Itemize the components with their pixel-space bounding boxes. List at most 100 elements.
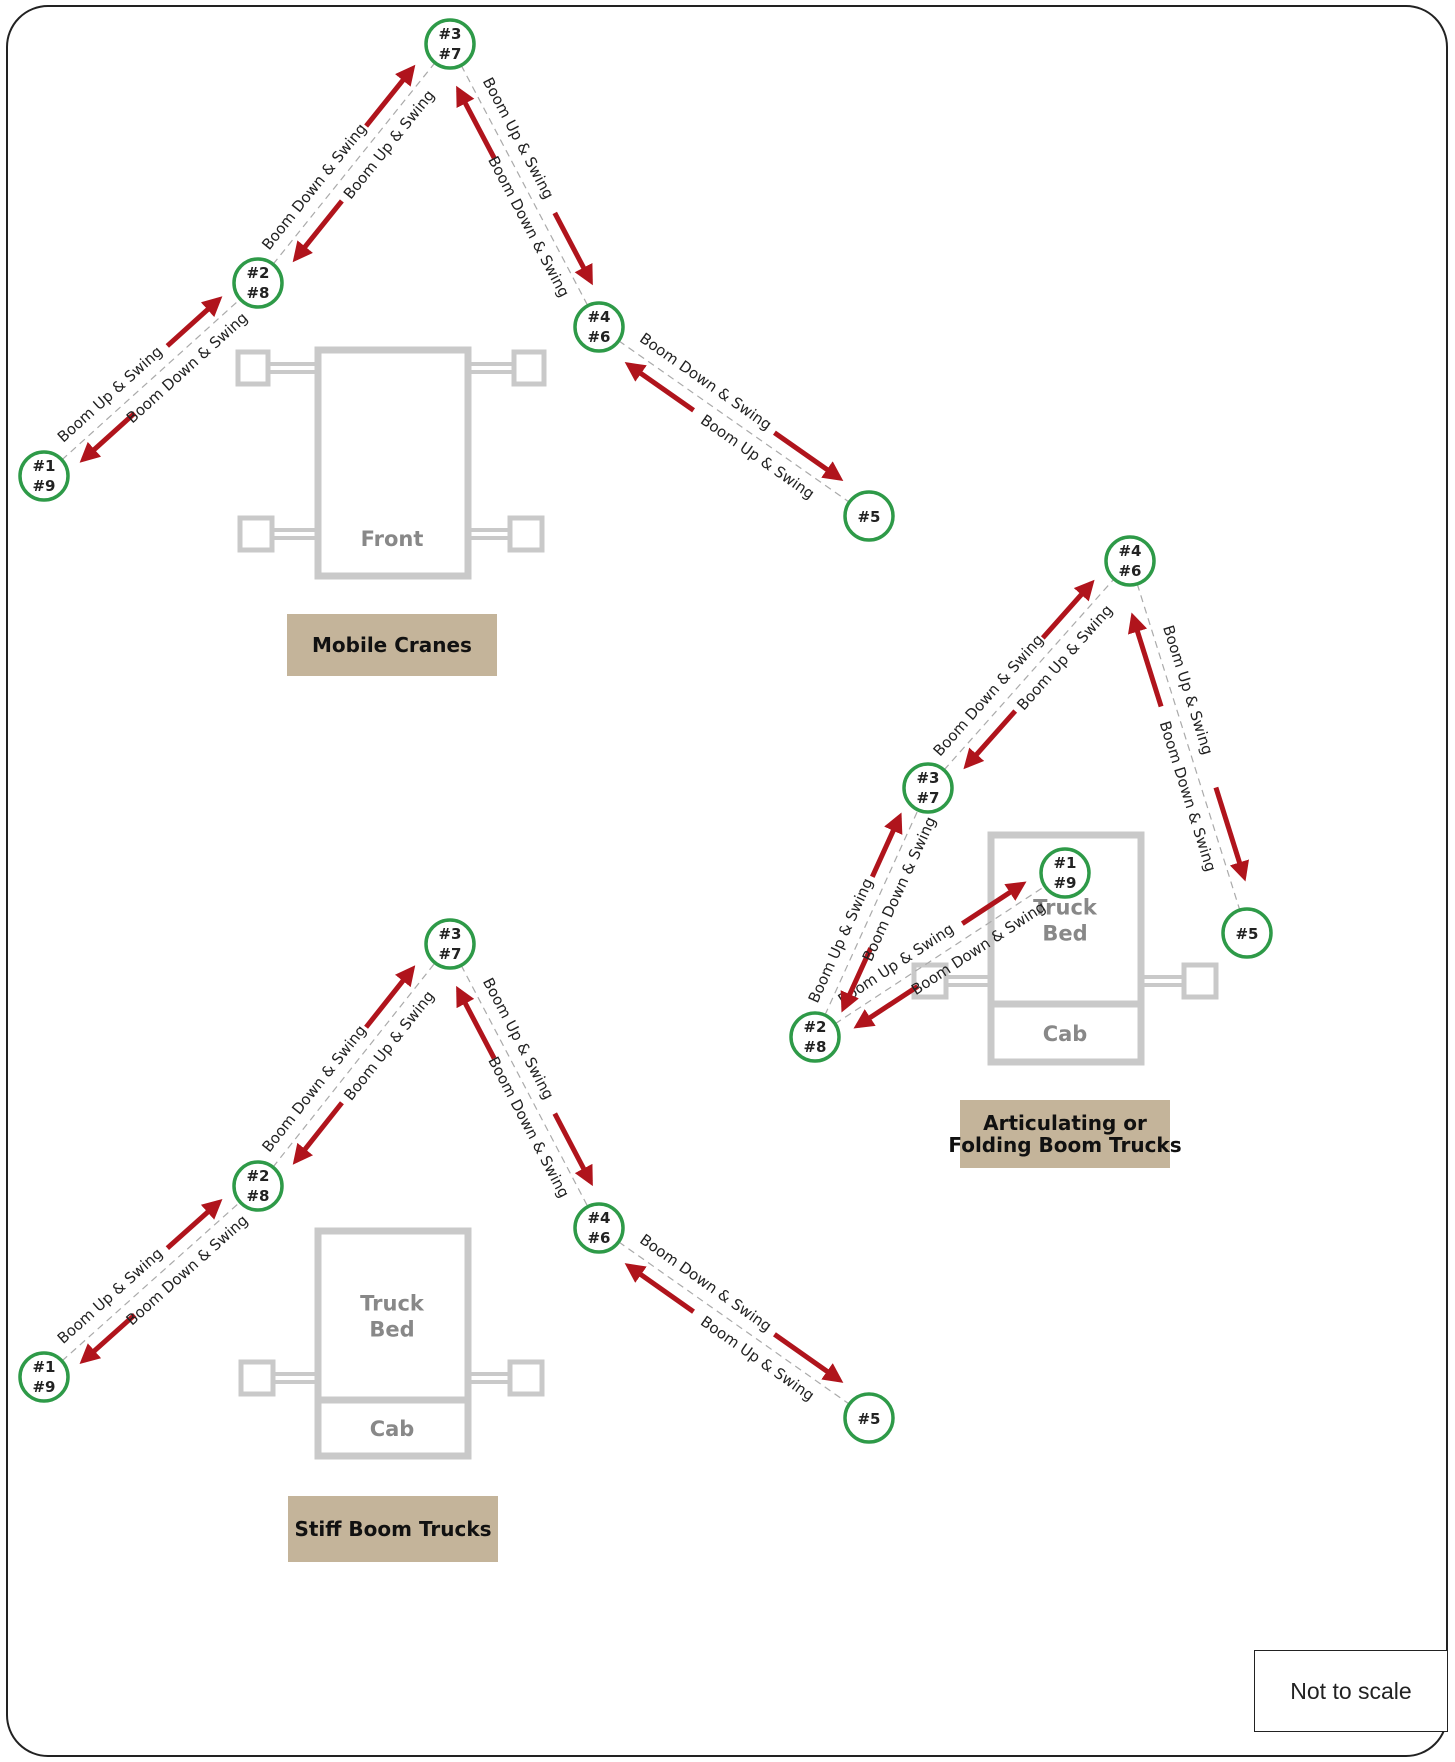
node-label: #3 xyxy=(438,925,461,943)
node-label: #2 xyxy=(803,1018,826,1036)
direction-arrow xyxy=(456,985,497,1060)
outrigger-pad xyxy=(237,515,275,553)
node-circle xyxy=(1104,535,1156,587)
position-node: #5 xyxy=(1221,907,1273,959)
direction-arrow xyxy=(79,1312,137,1365)
travel-path xyxy=(618,340,850,503)
node-label: #4 xyxy=(587,308,610,326)
node-label: #2 xyxy=(246,264,269,282)
node-label: #7 xyxy=(438,945,461,963)
direction-arrow xyxy=(552,211,593,286)
direction-arrow xyxy=(1040,579,1095,640)
not-to-scale-note: Not to scale xyxy=(1254,1650,1448,1732)
node-circle xyxy=(573,1202,625,1254)
vehicle-front-label: Front xyxy=(361,527,424,551)
truck-bed-label: Bed xyxy=(369,1318,414,1342)
edge-label-outer: Boom Up & Swing xyxy=(479,74,558,202)
node-label: #5 xyxy=(1235,925,1258,943)
direction-arrow xyxy=(624,1263,695,1314)
node-circle xyxy=(789,1011,841,1063)
node-label: #6 xyxy=(587,328,610,346)
node-label: #3 xyxy=(916,769,939,787)
vehicle-outline xyxy=(314,1227,472,1460)
travel-path xyxy=(272,62,436,265)
travel-path xyxy=(61,298,241,461)
title-box xyxy=(960,1100,1170,1168)
node-circle xyxy=(1221,907,1273,959)
direction-arrow xyxy=(364,64,416,128)
position-node: #1#9 xyxy=(18,1351,70,1403)
direction-arrow xyxy=(165,1198,223,1251)
position-node: #4#6 xyxy=(1104,535,1156,587)
direction-arrow xyxy=(364,965,416,1029)
travel-path xyxy=(618,1241,850,1405)
node-label: #2 xyxy=(246,1167,269,1185)
position-node: #4#6 xyxy=(573,301,625,353)
node-label: #1 xyxy=(1053,854,1076,872)
travel-path xyxy=(943,578,1115,771)
node-label: #8 xyxy=(246,284,269,302)
title-box xyxy=(287,614,497,676)
position-node: #5 xyxy=(843,490,895,542)
direction-arrow xyxy=(1127,612,1164,708)
node-label: #9 xyxy=(32,477,55,495)
stiff-title: Stiff Boom Trucks xyxy=(288,1496,498,1562)
node-label: #6 xyxy=(1118,562,1141,580)
node-label: #4 xyxy=(587,1209,610,1227)
truck-bed-label: Truck xyxy=(1033,896,1098,920)
direction-arrow xyxy=(853,984,920,1029)
position-node: #1#9 xyxy=(18,450,70,502)
direction-arrow xyxy=(840,947,873,1013)
position-node: #3#7 xyxy=(424,18,476,70)
cab-label: Cab xyxy=(1043,1022,1088,1046)
outrigger-pad xyxy=(235,349,271,387)
travel-path xyxy=(460,64,589,307)
direction-arrow xyxy=(292,1101,344,1165)
direction-arrow xyxy=(870,812,903,878)
node-label: #6 xyxy=(587,1229,610,1247)
position-node: #1#9 xyxy=(1039,847,1091,899)
node-label: #1 xyxy=(32,457,55,475)
direction-arrow xyxy=(292,199,344,263)
outrigger-pad xyxy=(238,1359,276,1397)
travel-path xyxy=(1136,583,1241,911)
direction-arrow xyxy=(165,296,223,348)
node-label: #7 xyxy=(438,45,461,63)
travel-path xyxy=(834,885,1046,1025)
position-node: #4#6 xyxy=(573,1202,625,1254)
node-circle xyxy=(424,918,476,970)
outrigger-pad xyxy=(911,962,949,1000)
node-circle xyxy=(18,450,70,502)
truck-bed-label: Truck xyxy=(360,1292,425,1316)
title-box xyxy=(288,1496,498,1562)
position-node: #2#8 xyxy=(232,1160,284,1212)
direction-arrow xyxy=(552,1112,593,1187)
node-circle xyxy=(843,490,895,542)
node-label: #3 xyxy=(438,25,461,43)
position-node: #5 xyxy=(843,1392,895,1444)
position-node: #2#8 xyxy=(789,1011,841,1063)
outrigger-pad xyxy=(507,1359,545,1397)
title-text: Stiff Boom Trucks xyxy=(294,1517,491,1541)
node-label: #5 xyxy=(857,1410,880,1428)
node-circle xyxy=(232,1160,284,1212)
travel-path xyxy=(824,809,919,1016)
position-node: #3#7 xyxy=(424,918,476,970)
direction-arrow xyxy=(456,85,497,160)
mobile-title: Mobile Cranes xyxy=(287,614,497,676)
travel-path xyxy=(272,962,436,1168)
title-text: Mobile Cranes xyxy=(312,633,472,657)
direction-arrow xyxy=(963,709,1018,770)
travel-path xyxy=(61,1201,241,1362)
